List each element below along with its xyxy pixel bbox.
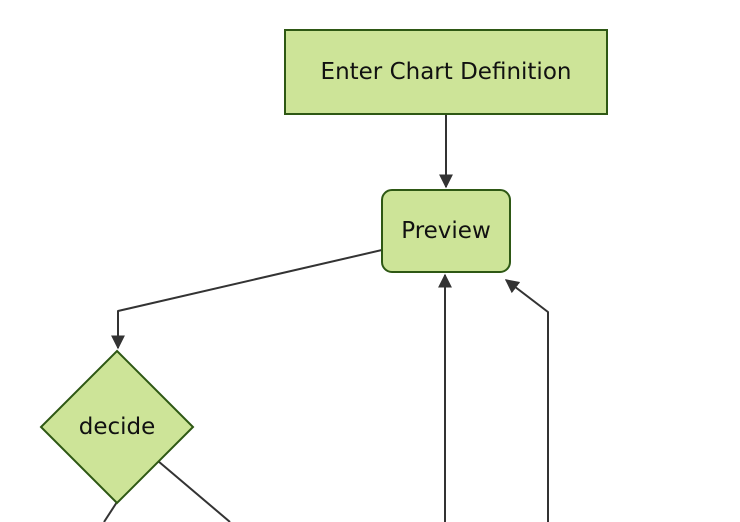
- node-shape-decide: [39, 349, 195, 505]
- node-preview: Preview: [381, 189, 511, 273]
- edge-decide-to-offscreen-bottom-left: [103, 501, 118, 522]
- node-shape-preview: [381, 189, 511, 273]
- node-label-decide: decide: [79, 414, 156, 440]
- node-label-enter-chart-definition: Enter Chart Definition: [321, 59, 572, 85]
- node-enter-chart-definition: Enter Chart Definition: [284, 29, 608, 115]
- node-decide: decide: [39, 349, 195, 505]
- edge-decide-to-offscreen-bottom-right: [157, 460, 231, 522]
- edges-layer: [103, 115, 549, 522]
- node-shape-enter-chart-definition: [284, 29, 608, 115]
- edge-offscreen-bottom-to-preview-right: [504, 279, 549, 522]
- edge-preview-to-decide: [111, 249, 383, 350]
- node-label-preview: Preview: [401, 218, 491, 244]
